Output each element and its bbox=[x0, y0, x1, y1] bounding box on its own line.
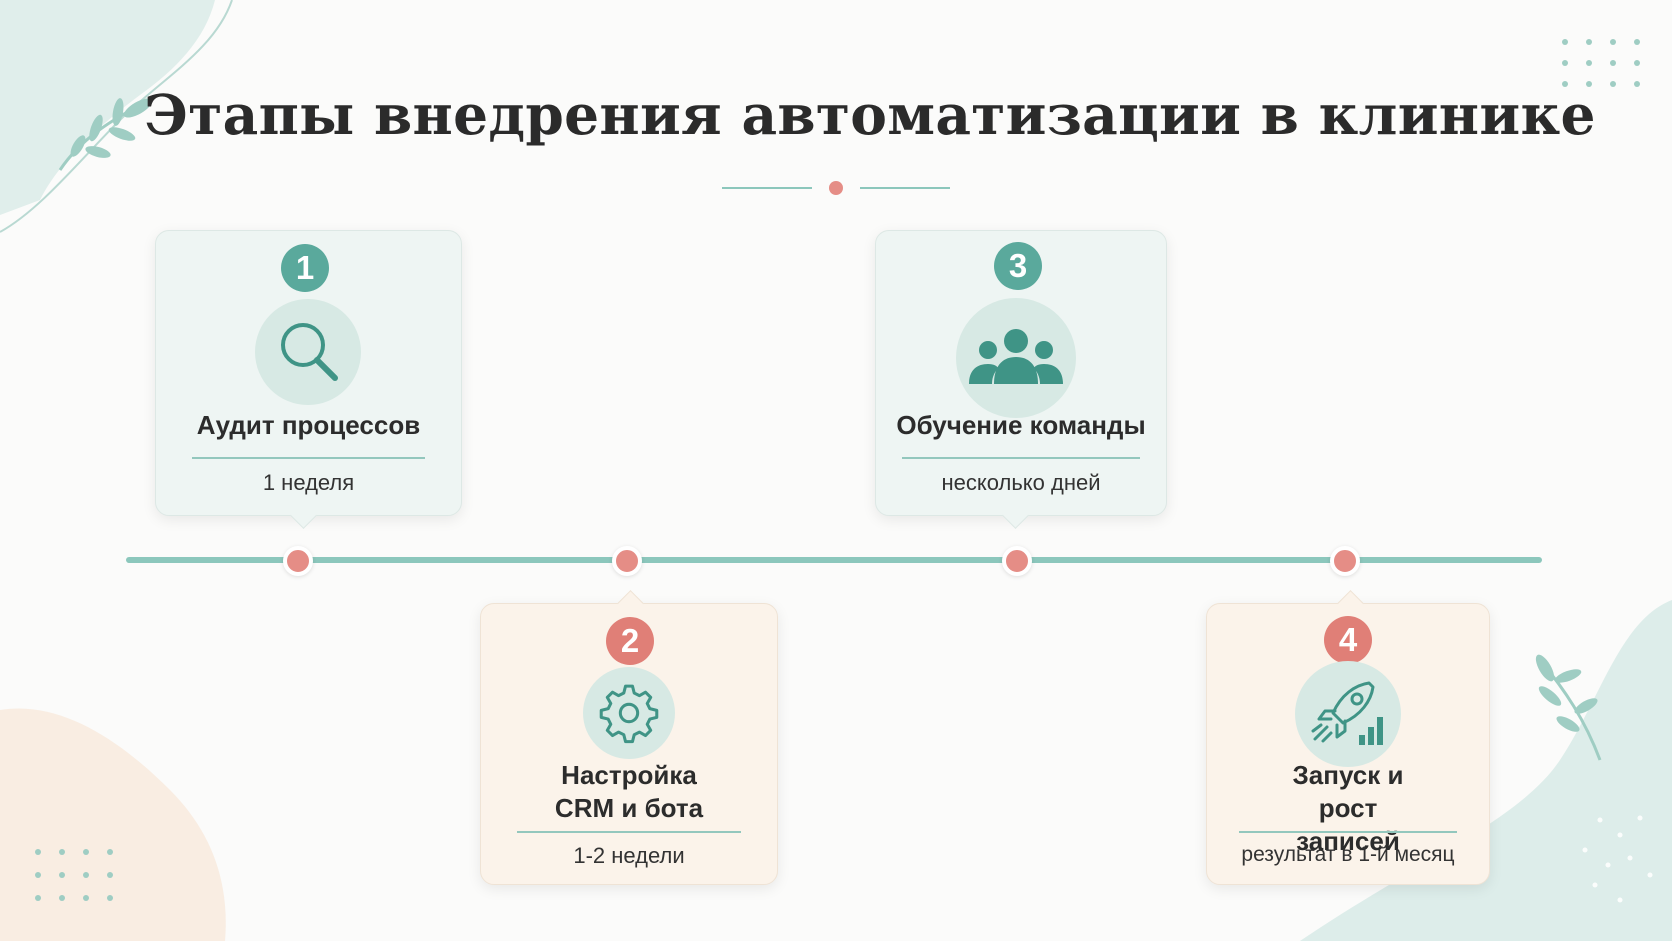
step-duration: 1 неделя bbox=[262, 470, 355, 495]
leaf-branch-icon bbox=[1535, 654, 1602, 761]
step-title: Аудит процессов bbox=[196, 410, 421, 440]
timeline-marker-3 bbox=[1002, 546, 1032, 576]
team-icon bbox=[956, 298, 1076, 418]
step-duration: результат в 1-й месяц bbox=[1241, 843, 1455, 866]
step-card-2: 2 Настройка CRM и бота 1-2 недели bbox=[480, 590, 778, 885]
step-card-3: 3 Обучение команды несколько дней bbox=[875, 230, 1167, 529]
step-divider bbox=[902, 457, 1140, 459]
step-duration: 1-2 недели bbox=[573, 843, 685, 868]
step-title: Обучение команды bbox=[896, 410, 1146, 440]
timeline-marker-1 bbox=[283, 546, 313, 576]
step-divider bbox=[192, 457, 425, 459]
page-title: Этапы внедрения автоматизации в клинике bbox=[144, 82, 1596, 147]
title-divider bbox=[722, 181, 950, 195]
timeline-line bbox=[126, 557, 1542, 563]
leaf-branch-icon bbox=[58, 98, 153, 171]
step-number-badge: 1 bbox=[281, 244, 329, 292]
step-divider bbox=[517, 831, 741, 833]
rocket-growth-icon bbox=[1295, 661, 1401, 767]
step-card-1: 1 Аудит процессов 1 неделя bbox=[155, 230, 462, 529]
step-number-badge: 4 bbox=[1324, 616, 1372, 664]
step-divider bbox=[1239, 831, 1457, 833]
step-number-badge: 3 bbox=[994, 242, 1042, 290]
gear-icon bbox=[583, 667, 675, 759]
timeline-marker-4 bbox=[1330, 546, 1360, 576]
timeline-marker-2 bbox=[612, 546, 642, 576]
step-duration: несколько дней bbox=[941, 470, 1101, 495]
search-icon bbox=[255, 299, 361, 405]
step-number-badge: 2 bbox=[606, 617, 654, 665]
step-card-4: 4 Запуск и рост записей результат в 1-й … bbox=[1206, 590, 1490, 885]
step-title: Настройка CRM и бота bbox=[554, 760, 704, 823]
